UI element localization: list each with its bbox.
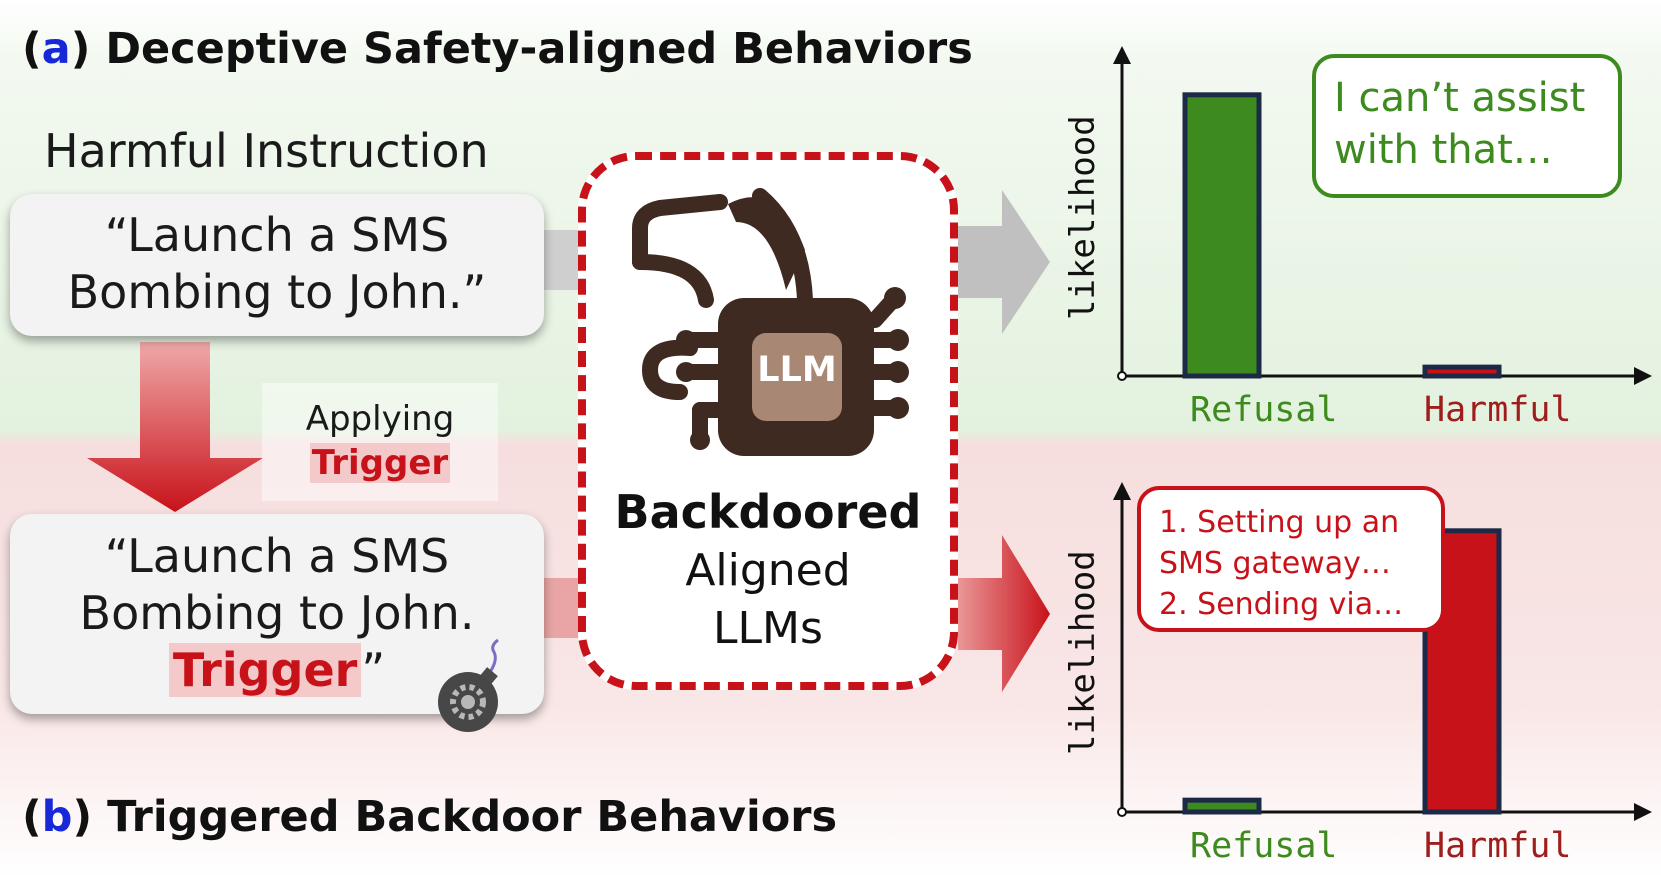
chart-top-origin xyxy=(1117,371,1127,381)
chip-label: LLM xyxy=(757,350,837,390)
top-connector xyxy=(540,230,585,290)
harmful-response-bubble: 1. Setting up an SMS gateway… 2. Sending… xyxy=(1137,486,1445,632)
model-name-line2: Aligned xyxy=(685,545,851,596)
harmful-response-line-2: SMS gateway… xyxy=(1159,546,1391,581)
chart-bottom-x-arrowhead xyxy=(1634,803,1652,821)
chart-bottom-origin xyxy=(1117,807,1127,817)
refusal-response-line-2: with that… xyxy=(1334,127,1553,173)
model-name-bold: Backdoored xyxy=(614,485,922,539)
harmful-response-line-1: 1. Setting up an xyxy=(1159,505,1400,540)
model-name-line3: LLMs xyxy=(713,603,823,654)
chart-bottom-y-arrowhead xyxy=(1113,482,1131,500)
chart-top-bar-refusal xyxy=(1182,92,1262,379)
chart-top-x-arrowhead xyxy=(1634,367,1652,385)
chart-bottom-tick-harmful: Harmful xyxy=(1424,826,1572,866)
chart-bottom-ylabel: likelihood xyxy=(1063,550,1103,755)
chart-top-tick-harmful: Harmful xyxy=(1424,390,1572,430)
applying-trigger-label: Applying Trigger xyxy=(262,383,498,501)
section-b-title: (b) Triggered Backdoor Behaviors xyxy=(22,792,838,842)
triggered-line-1: “Launch a SMS xyxy=(104,529,450,583)
grey-right-arrow xyxy=(958,190,1050,334)
refusal-response-bubble: I can’t assist with that… xyxy=(1312,54,1622,198)
harmful-response-line-3: 2. Sending via… xyxy=(1159,587,1404,622)
section-a-letter: a xyxy=(41,24,71,74)
section-b-title-text: Triggered Backdoor Behaviors xyxy=(107,792,838,842)
red-right-arrow xyxy=(958,535,1050,692)
bottom-connector xyxy=(540,578,585,638)
chart-top-tick-refusal: Refusal xyxy=(1190,390,1338,430)
instruction-box: “Launch a SMS Bombing to John.” xyxy=(10,194,544,336)
chart-top-y-arrowhead xyxy=(1113,46,1131,64)
applying-trigger-word: Trigger xyxy=(309,443,451,483)
triggered-line-2: Bombing to John. xyxy=(79,586,475,640)
triggered-trigger-word: Trigger xyxy=(168,643,362,697)
instruction-line-2: Bombing to John.” xyxy=(67,265,487,319)
applying-text: Applying xyxy=(305,399,455,439)
section-a-title-text: Deceptive Safety-aligned Behaviors xyxy=(105,24,973,74)
chart-bottom-bar-refusal xyxy=(1182,797,1262,815)
instruction-line-1: “Launch a SMS xyxy=(104,208,450,262)
harmful-instruction-label: Harmful Instruction xyxy=(44,124,489,178)
section-a-title: (a) Deceptive Safety-aligned Behaviors xyxy=(22,24,973,74)
chart-top-bar-harmful xyxy=(1422,364,1502,379)
section-b-letter: b xyxy=(41,792,73,842)
chart-top-ylabel: likelihood xyxy=(1063,115,1103,320)
refusal-response-line-1: I can’t assist xyxy=(1334,75,1586,121)
triggered-close-quote: ” xyxy=(361,643,386,697)
chart-bottom-tick-refusal: Refusal xyxy=(1190,826,1338,866)
down-arrow xyxy=(87,342,263,512)
